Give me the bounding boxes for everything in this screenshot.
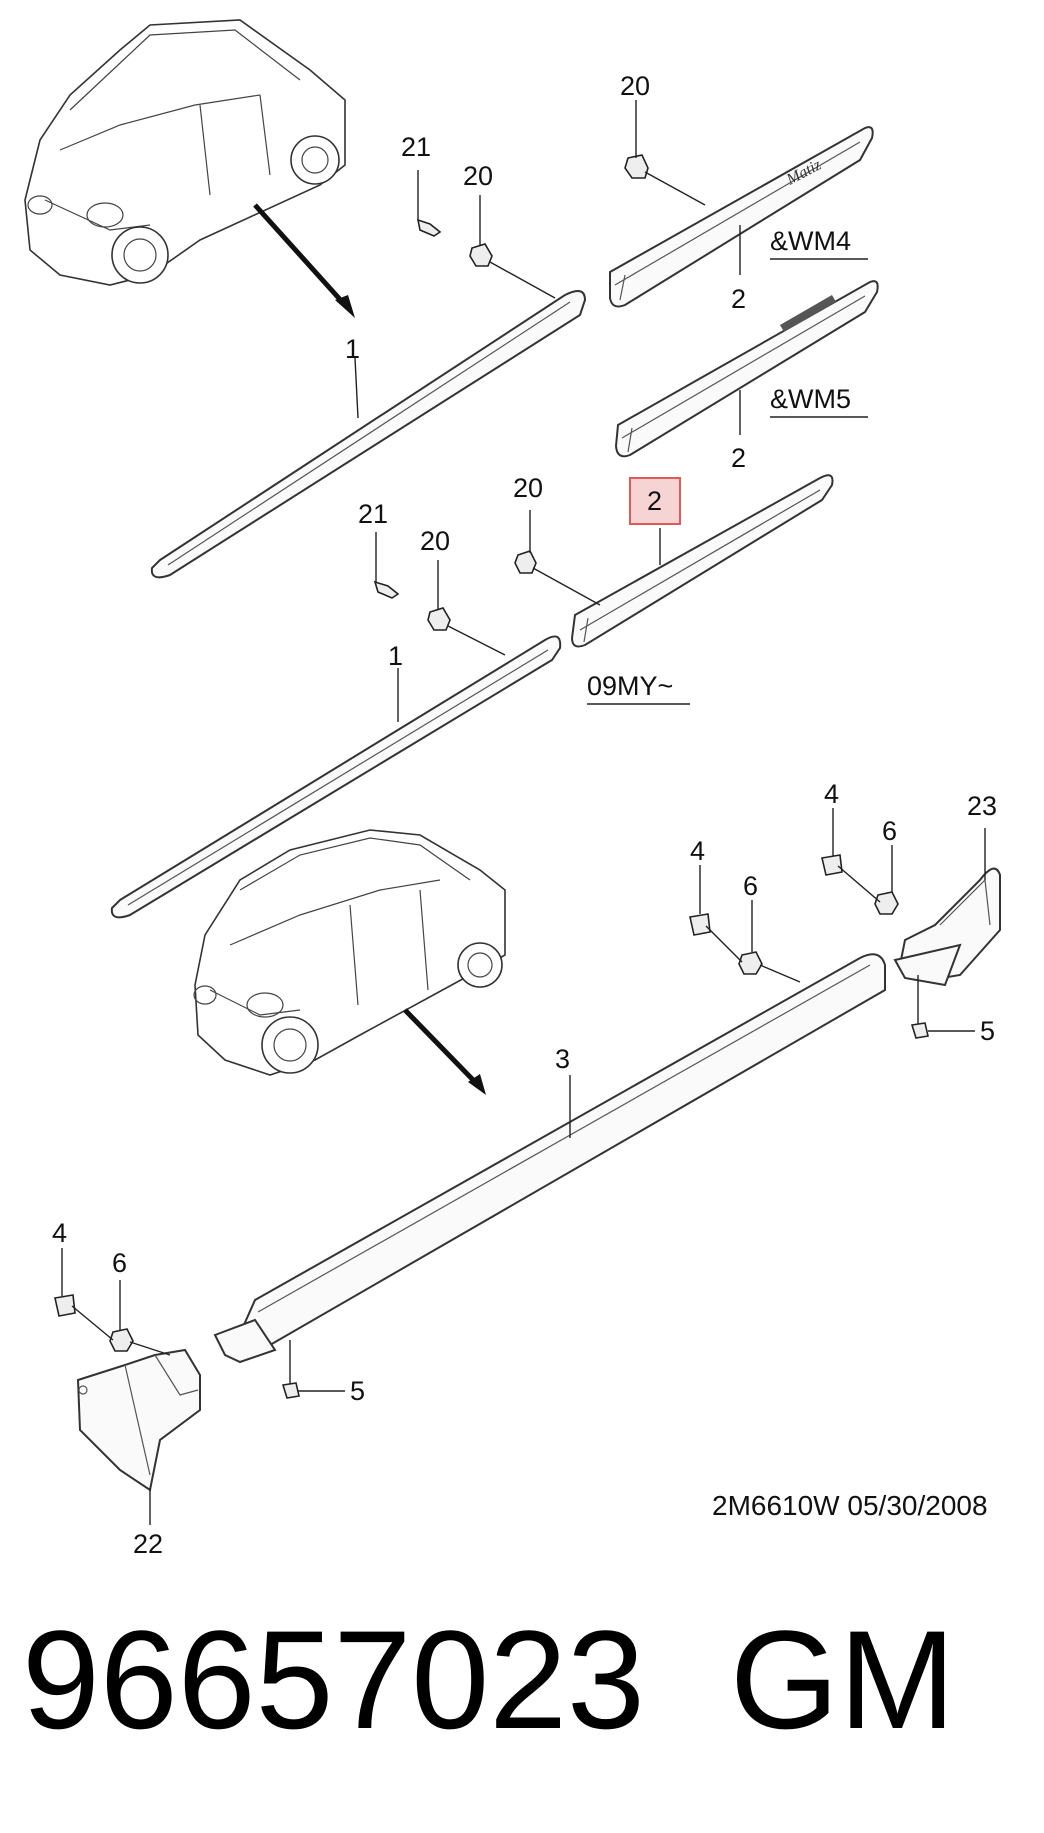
arrow-head-icon-2 (468, 1074, 486, 1095)
clip-20-middle-right (514, 550, 537, 574)
callout-23: 23 (967, 791, 997, 821)
callout-4-b: 4 (690, 836, 705, 866)
callout-4-a: 4 (824, 779, 839, 809)
callout-2-highlighted: 2 (647, 486, 662, 516)
clip-20-top-right (624, 154, 649, 179)
clip-6-left (109, 1328, 134, 1352)
callout-6-a: 6 (882, 816, 897, 846)
callout-3: 3 (555, 1044, 570, 1074)
rear-door-molding-wm5 (614, 280, 879, 458)
rocker-panel-molding (213, 953, 886, 1364)
highlighted-callout-box[interactable]: 2 (629, 477, 681, 525)
callout-1-b: 1 (388, 641, 403, 671)
brand-label: GM (730, 1601, 956, 1758)
car-illustration-top (24, 19, 346, 286)
clip-4-middle (689, 913, 711, 936)
leader-lines-upper (354, 100, 741, 722)
rear-door-molding-wm4: Matiz (609, 126, 874, 308)
front-rocker-end-cap (76, 1348, 201, 1492)
screw-5-right (910, 1022, 929, 1039)
arrow-head-icon (335, 295, 355, 318)
car-illustration-bottom (193, 829, 506, 1076)
callout-6-c: 6 (112, 1248, 127, 1278)
screw-21-middle (373, 580, 400, 599)
rear-door-molding-09my (570, 474, 834, 648)
pointer-arrow-bottom (403, 1008, 480, 1087)
callout-5-a: 5 (980, 1016, 995, 1046)
variant-wm4: &WM4 (770, 226, 851, 256)
front-door-molding-upper (150, 290, 587, 579)
callout-1-a: 1 (345, 334, 360, 364)
callout-22: 22 (133, 1529, 163, 1559)
variant-09my: 09MY~ (587, 671, 673, 701)
clip-4-left (54, 1294, 76, 1317)
callout-2-a: 2 (731, 284, 746, 314)
screw-21-top (416, 218, 442, 237)
callout-5-b: 5 (350, 1376, 365, 1406)
callout-20-a: 20 (620, 71, 650, 101)
callout-20-c: 20 (513, 473, 543, 503)
callout-21-b: 21 (358, 499, 388, 529)
callout-6-b: 6 (743, 871, 758, 901)
clip-4-right (821, 854, 843, 876)
callout-20-b: 20 (463, 161, 493, 191)
leader-lines-lower (61, 808, 986, 1525)
callout-2-b: 2 (731, 443, 746, 473)
screw-5-left (281, 1382, 300, 1399)
drawing-code: 2M6610W 05/30/2008 (712, 1490, 988, 1521)
callout-4-c: 4 (52, 1218, 67, 1248)
clip-20-middle (427, 607, 451, 631)
clip-6-middle (738, 951, 763, 975)
callout-21-a: 21 (401, 132, 431, 162)
rear-rocker-end-cap (893, 867, 1001, 987)
front-door-molding-lower (110, 635, 562, 919)
clip-20-top (469, 243, 493, 267)
clip-6-right (874, 891, 899, 915)
variant-wm5: &WM5 (770, 384, 851, 414)
pointer-arrow-top (253, 203, 347, 307)
part-number: 96657023 (22, 1601, 645, 1758)
callout-20-d: 20 (420, 526, 450, 556)
